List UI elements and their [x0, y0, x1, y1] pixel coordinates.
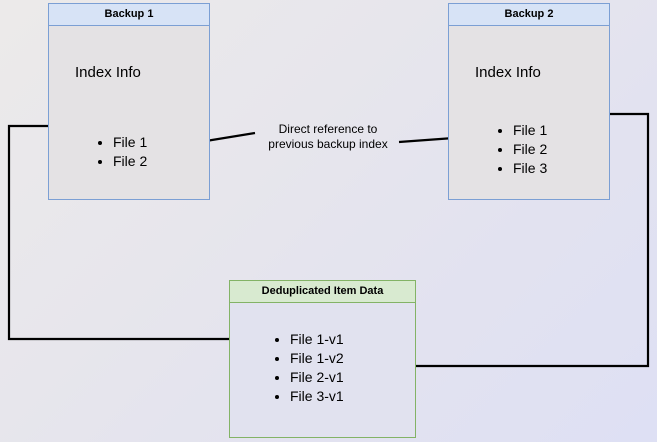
edge-label-direct-reference: Direct reference to previous backup inde…	[249, 122, 407, 152]
list-item: File 2-v1	[290, 368, 344, 387]
edge-label-line-1: Direct reference to	[278, 122, 378, 136]
list-item: File 3	[513, 159, 547, 178]
backup-1-index-info-label: Index Info	[75, 64, 141, 81]
node-backup-1-body: Index Info File 1 File 2	[49, 26, 209, 199]
node-backup-2-body: Index Info File 1 File 2 File 3	[449, 26, 609, 199]
node-backup-2[interactable]: Backup 2 Index Info File 1 File 2 File 3	[448, 3, 610, 200]
node-deduplicated-item-data-header: Deduplicated Item Data	[230, 281, 415, 303]
list-item: File 3-v1	[290, 387, 344, 406]
node-backup-2-header: Backup 2	[449, 4, 609, 26]
backup-2-index-info-label: Index Info	[475, 64, 541, 81]
list-item: File 1-v2	[290, 349, 344, 368]
node-backup-1[interactable]: Backup 1 Index Info File 1 File 2	[48, 3, 210, 200]
node-deduplicated-item-data-body: File 1-v1 File 1-v2 File 2-v1 File 3-v1	[230, 303, 415, 437]
edge-label-line-2: previous backup index	[268, 137, 388, 151]
list-item: File 1	[113, 133, 147, 152]
list-item: File 1	[513, 121, 547, 140]
node-backup-1-header: Backup 1	[49, 4, 209, 26]
backup-2-file-list: File 1 File 2 File 3	[497, 121, 547, 178]
list-item: File 1-v1	[290, 330, 344, 349]
backup-1-file-list: File 1 File 2	[97, 133, 147, 171]
list-item: File 2	[113, 152, 147, 171]
list-item: File 2	[513, 140, 547, 159]
node-deduplicated-item-data[interactable]: Deduplicated Item Data File 1-v1 File 1-…	[229, 280, 416, 438]
dedup-file-list: File 1-v1 File 1-v2 File 2-v1 File 3-v1	[274, 330, 344, 406]
